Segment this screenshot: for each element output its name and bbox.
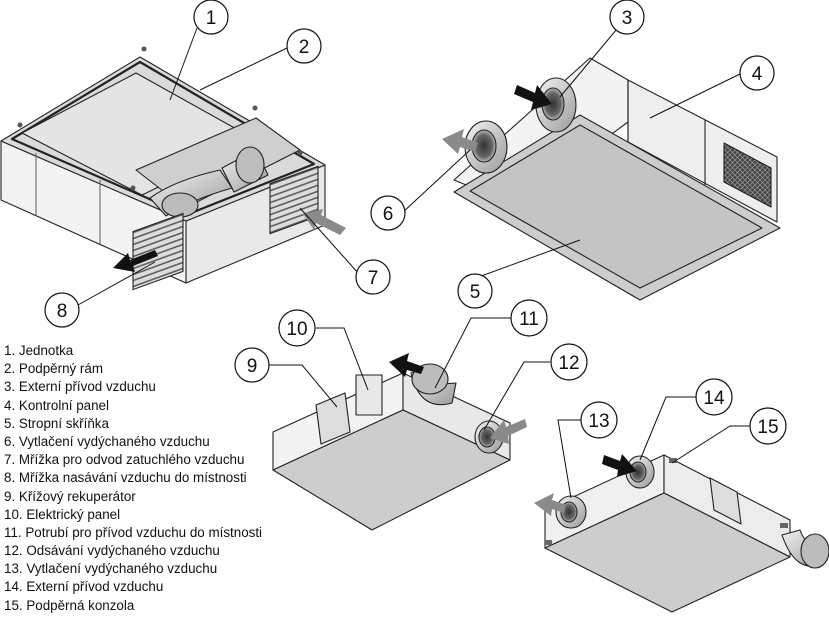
callout-15: 15 (749, 407, 787, 445)
arrow-into-port-12 (490, 419, 527, 444)
legend-item: 8. Mřížka nasávání vzduchu do místnosti (4, 470, 247, 486)
legend-item: 14. Externí přívod vzduchu (4, 579, 164, 595)
callout-6: 6 (370, 195, 406, 231)
callout-12-label: 12 (558, 353, 579, 374)
callout-12: 12 (550, 343, 588, 381)
callout-4-label: 4 (752, 64, 763, 85)
callout-11: 11 (510, 299, 548, 337)
callout-8-label: 8 (57, 301, 68, 322)
heat-exchanger-window (315, 392, 351, 445)
callout-8: 8 (44, 292, 80, 328)
callout-15-label: 15 (757, 417, 778, 438)
arrow-out-grille-8 (113, 250, 158, 272)
arrow-out-port-13 (534, 493, 566, 516)
figure-unit-with-frame (0, 46, 346, 291)
callout-10-label: 10 (286, 319, 307, 340)
callout-13: 13 (580, 401, 618, 439)
callout-13-label: 13 (588, 411, 609, 432)
legend-item: 15. Podpěrná konzola (4, 597, 135, 613)
legend-item: 5. Stropní skříňka (4, 415, 109, 431)
callout-9: 9 (234, 347, 270, 383)
callout-10: 10 (278, 309, 316, 347)
legend-item: 1. Jednotka (4, 343, 74, 358)
parts-legend: 1. Jednotka 2. Podpěrný rám 3. Externí p… (4, 342, 262, 615)
callout-1-label: 1 (206, 8, 217, 29)
callout-14-label: 14 (703, 388, 725, 409)
legend-item: 2. Podpěrný rám (4, 361, 103, 377)
arrow-into-grille-7 (303, 209, 346, 235)
unit4-bottom-panel (544, 492, 791, 613)
cabinet-bottom-inner (469, 124, 763, 289)
legend-item: 13. Vytlačení vydýchaného vzduchu (4, 561, 218, 577)
arrow-out-port-6 (442, 129, 478, 154)
support-brackets (545, 458, 788, 545)
supply-duct-4-end (800, 533, 829, 569)
arrow-into-port-3 (514, 85, 552, 110)
callout-7-label: 7 (368, 268, 379, 289)
callout-3: 3 (609, 0, 645, 35)
heat-exchanger-window-4 (709, 477, 742, 525)
legend-item: 7. Mřížka pro odvod zatuchlého vzduchu (4, 452, 245, 468)
callout-7: 7 (355, 259, 391, 295)
electrical-panel-box (355, 374, 383, 416)
figure-unit-left-config (272, 353, 527, 531)
callout-3-label: 3 (622, 8, 633, 29)
callout-4: 4 (739, 55, 775, 91)
legend-item: 10. Elektrický panel (4, 506, 121, 522)
legend-item: 6. Vytlačení vydýchaného vzduchu (4, 433, 210, 449)
support-frame (10, 60, 316, 217)
control-panel-grille (723, 142, 772, 208)
legend-item: 3. Externí přívod vzduchu (4, 379, 156, 395)
legend-item: 12. Odsávání vydýchaného vzduchu (4, 543, 220, 559)
callout-6-label: 6 (383, 204, 394, 225)
callout-5: 5 (457, 273, 493, 309)
unit3-bottom-panel (272, 409, 511, 531)
legend-item: 11. Potrubí pro přívod vzduchu do místno… (4, 524, 263, 540)
frame-bolts (17, 46, 303, 191)
duct-inner-1-end (161, 192, 199, 218)
callout-1: 1 (193, 0, 229, 35)
callout-14: 14 (695, 378, 733, 416)
callout-11-label: 11 (519, 309, 539, 330)
arrow-out-duct-11 (389, 353, 424, 377)
legend-item: 9. Křížový rekuperátor (4, 488, 136, 504)
figure-unit-right-config (534, 454, 829, 613)
callout-5-label: 5 (470, 282, 481, 303)
arrow-into-port-14 (602, 454, 637, 477)
legend-item: 4. Kontrolní panel (4, 397, 109, 413)
callout-9-label: 9 (247, 356, 258, 377)
figure-ceiling-cabinet (442, 57, 781, 301)
duct-inner-2-end (235, 146, 265, 184)
callout-2: 2 (286, 28, 322, 64)
callout-2-label: 2 (299, 37, 310, 58)
